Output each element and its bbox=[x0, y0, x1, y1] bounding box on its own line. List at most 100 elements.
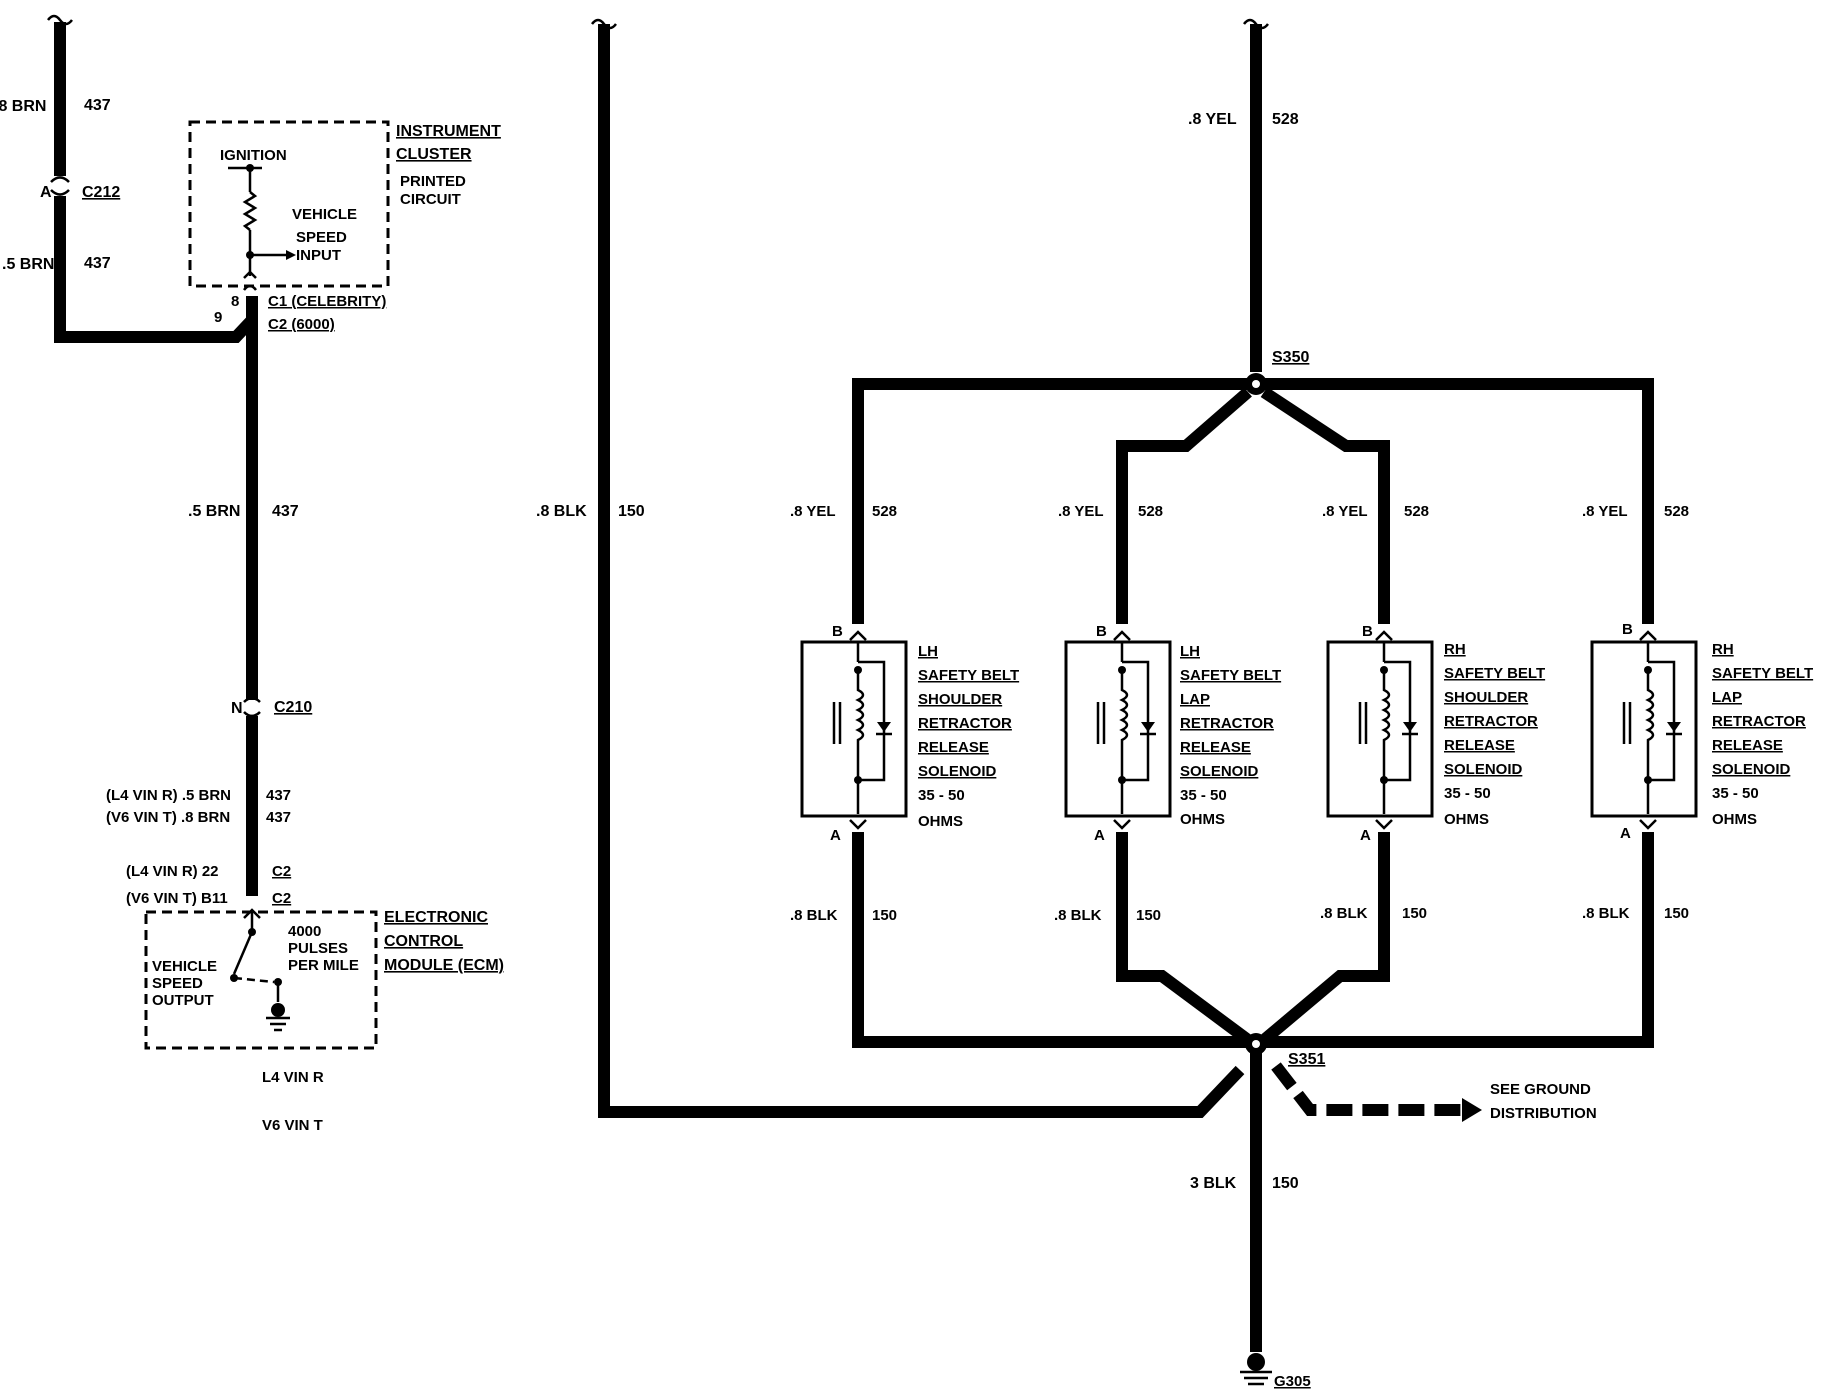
diode-icon bbox=[877, 722, 891, 732]
solenoid-pin-b: B bbox=[832, 623, 843, 640]
solenoid-lower-size: .8 BLK bbox=[1054, 907, 1102, 924]
solenoid-lower-size: .8 BLK bbox=[790, 907, 838, 924]
wire-low-line1: (L4 VIN R) .5 BRN bbox=[106, 787, 231, 804]
solenoid-name-line: RH bbox=[1444, 641, 1466, 658]
solenoid-upper-size: .8 YEL bbox=[1582, 503, 1628, 520]
solenoid-body bbox=[1590, 630, 1698, 830]
solenoid-resistance: 35 - 50 bbox=[1180, 787, 1227, 804]
solenoid-name-line: RELEASE bbox=[1712, 737, 1783, 754]
ecm-conn-line2: (V6 VIN T) B11 bbox=[126, 890, 228, 907]
ecm-switch bbox=[230, 908, 290, 1032]
solenoid-box bbox=[1326, 640, 1434, 818]
connector-a-symbol bbox=[1113, 819, 1131, 830]
solenoid-name-line: LH bbox=[918, 643, 938, 660]
solenoid-name-line: SOLENOID bbox=[918, 763, 997, 780]
branch-2-upper bbox=[1116, 387, 1252, 624]
vsi-line-1: VEHICLE bbox=[292, 206, 357, 223]
wire-long-circuit: 437 bbox=[272, 503, 299, 520]
wire-mid-circuit: 437 bbox=[84, 255, 111, 272]
diode-icon bbox=[1403, 722, 1417, 732]
connector-c210-symbol bbox=[243, 696, 261, 703]
solenoid-box bbox=[1064, 640, 1172, 818]
cluster-title-2: CLUSTER bbox=[396, 146, 472, 163]
solenoid-pin-a: A bbox=[1094, 827, 1105, 844]
solenoid-pin-b: B bbox=[1362, 623, 1373, 640]
solenoid-lh-shoulder: .8 YEL 528 B A .8 BLK 150 LH SAFETY BELT… bbox=[790, 503, 1019, 924]
wire-break-symbol bbox=[47, 14, 73, 26]
solenoid-rh-lap: .8 YEL 528 B A .8 BLK 150 RH SAFETY BELT… bbox=[1582, 503, 1813, 922]
cluster-internal-circuit bbox=[228, 164, 296, 279]
ecm-pulses-1: 4000 bbox=[288, 923, 321, 940]
ecm-conn-line2-name: C2 bbox=[272, 890, 291, 907]
solenoid-lower-circuit: 150 bbox=[1136, 907, 1161, 924]
ecm-vso-2: SPEED bbox=[152, 975, 203, 992]
solenoid-name-line: SOLENOID bbox=[1712, 761, 1791, 778]
ecm-vso-3: OUTPUT bbox=[152, 992, 214, 1009]
solenoid-units: OHMS bbox=[1712, 811, 1757, 828]
engine-note-1: L4 VIN R bbox=[262, 1069, 324, 1086]
c210-label: C210 bbox=[274, 699, 312, 716]
connector-b-symbol bbox=[1113, 630, 1131, 641]
solenoid-lower-circuit: 150 bbox=[1664, 905, 1689, 922]
solenoid-name-line: SOLENOID bbox=[1180, 763, 1259, 780]
wire-top-circuit: 437 bbox=[84, 97, 111, 114]
solenoid-upper-size: .8 YEL bbox=[1322, 503, 1368, 520]
solenoid-wiring bbox=[856, 642, 886, 814]
connector-b-symbol bbox=[1375, 630, 1393, 641]
connector-c212-symbol bbox=[50, 176, 70, 183]
c212-label: C212 bbox=[82, 184, 120, 201]
cluster-sub-2: CIRCUIT bbox=[400, 191, 461, 208]
vsi-line-2: SPEED bbox=[296, 229, 347, 246]
coil-icon bbox=[1645, 670, 1655, 780]
ecm-title-1: ELECTRONIC bbox=[384, 909, 488, 926]
diode-icon bbox=[1141, 722, 1155, 732]
branch-4-upper bbox=[1256, 378, 1654, 624]
wire-low-line2: (V6 VIN T) .8 BRN bbox=[106, 809, 230, 826]
solenoid-name-line: LAP bbox=[1180, 691, 1210, 708]
feed-wire-circuit: 528 bbox=[1272, 111, 1299, 128]
cluster-sub-1: PRINTED bbox=[400, 173, 466, 190]
see-ground-1: SEE GROUND bbox=[1490, 1081, 1591, 1098]
cluster-pin-9: 9 bbox=[214, 309, 222, 326]
wire-437-mid bbox=[54, 196, 257, 343]
ecm-box bbox=[144, 910, 378, 1050]
ground-wire-size: .8 BLK bbox=[536, 503, 587, 520]
ground-wire-circuit: 150 bbox=[618, 503, 645, 520]
connector-a-symbol bbox=[849, 819, 867, 830]
branch-2-lower bbox=[1116, 832, 1252, 1045]
right-circuit: .8 BLK 150 .8 YEL 528 S350 S351 SEE GROU… bbox=[536, 18, 1813, 1390]
solenoid-name-line: RETRACTOR bbox=[918, 715, 1012, 732]
solenoid-pin-a: A bbox=[1620, 825, 1631, 842]
ground-wire-150 bbox=[598, 24, 1245, 1118]
solenoid-name-line: SAFETY BELT bbox=[918, 667, 1019, 684]
c210-pin: N bbox=[231, 700, 243, 717]
solenoid-name-line: RELEASE bbox=[1444, 737, 1515, 754]
solenoid-name-line: RELEASE bbox=[1180, 739, 1251, 756]
instrument-cluster-box bbox=[188, 120, 390, 288]
solenoid-upper-circuit: 528 bbox=[1404, 503, 1429, 520]
ecm-pulses-3: PER MILE bbox=[288, 957, 359, 974]
solenoid-box bbox=[1590, 640, 1698, 818]
solenoid-lower-circuit: 150 bbox=[872, 907, 897, 924]
engine-note-2: V6 VIN T bbox=[262, 1117, 323, 1134]
ecm-conn-line1-name: C2 bbox=[272, 863, 291, 880]
solenoid-resistance: 35 - 50 bbox=[1444, 785, 1491, 802]
solenoid-lower-size: .8 BLK bbox=[1320, 905, 1368, 922]
solenoid-pin-a: A bbox=[1360, 827, 1371, 844]
coil-icon bbox=[1119, 670, 1129, 780]
solenoid-wiring bbox=[1646, 642, 1676, 814]
solenoid-name-line: LH bbox=[1180, 643, 1200, 660]
solenoid-wiring bbox=[1382, 642, 1412, 814]
c212-pin: A bbox=[40, 184, 52, 201]
connector-c1-symbol bbox=[243, 284, 257, 291]
diode-icon bbox=[1667, 722, 1681, 732]
c2-label: C2 (6000) bbox=[268, 316, 335, 333]
solenoid-wiring bbox=[1120, 642, 1150, 814]
solenoid-name-line: RETRACTOR bbox=[1444, 713, 1538, 730]
solenoid-body bbox=[1064, 630, 1172, 830]
solenoid-name-line: SOLENOID bbox=[1444, 761, 1523, 778]
solenoid-lh-lap: .8 YEL 528 B A .8 BLK 150 LH SAFETY BELT… bbox=[1054, 503, 1281, 924]
solenoid-name-line: RH bbox=[1712, 641, 1734, 658]
c1-label: C1 (CELEBRITY) bbox=[268, 293, 386, 310]
